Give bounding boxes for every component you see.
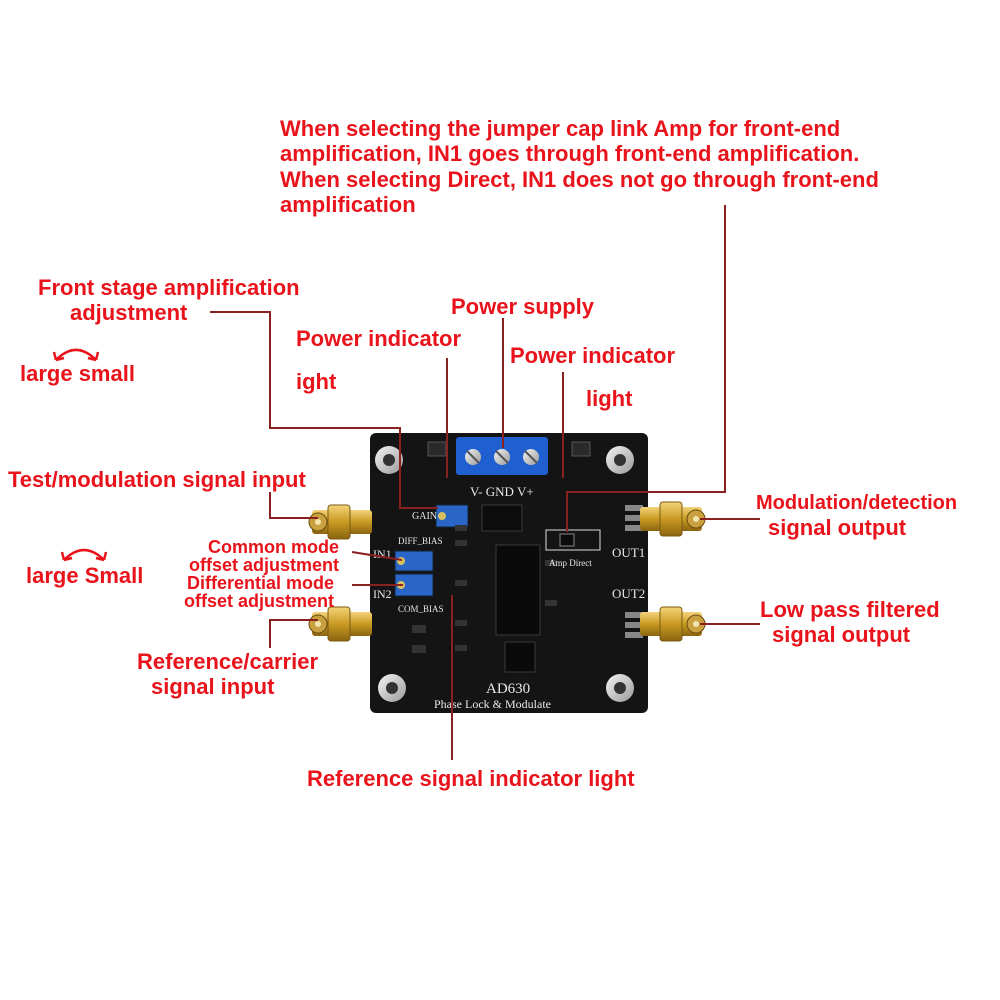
diff-mode-line2: offset adjustment (184, 591, 335, 611)
leader-test-input (269, 492, 318, 519)
out1-label: OUT1 (612, 545, 645, 560)
common-mode-line1: Common mode (208, 537, 340, 557)
out2-label: OUT2 (612, 586, 645, 601)
power-ind-left-line1: Power indicator (296, 326, 462, 351)
ref-input-line1: Reference/carrier (137, 649, 319, 674)
common-mode-line2: offset adjustment (189, 555, 340, 575)
chip-name: AD630 (486, 681, 530, 697)
jumper-note-line: amplification, IN1 goes through front-en… (280, 141, 860, 167)
lowpass-line1: Low pass filtered (760, 597, 940, 622)
com-bias-label: COM_BIAS (398, 604, 444, 614)
gain-label: GAIN (412, 511, 437, 522)
terminal-block (456, 437, 548, 475)
ref-input-line2: signal input (151, 674, 275, 700)
jumper-label: Amp Direct (549, 558, 592, 568)
mod-output-line1: Modulation/detection (756, 492, 958, 514)
leader-jumper (566, 205, 726, 532)
com-bias-potentiometer[interactable] (394, 573, 434, 597)
out1-pin-header (625, 505, 643, 531)
board-subtitle: Phase Lock & Modulate (434, 697, 551, 711)
out2-sma-connector[interactable] (640, 606, 706, 642)
mounting-hole-icon (378, 674, 406, 702)
pcb-board: V- GND V+ GAIN DIFF_BIAS COM_BIAS IN1 IN… (370, 433, 648, 713)
lowpass-label: Low pass filtered signal output (760, 597, 940, 648)
jumper-note-line: When selecting the jumper cap link Amp f… (280, 116, 841, 141)
power-indicator-right-label: Power indicator light (510, 343, 675, 412)
jumper-note-line: amplification (280, 191, 416, 217)
mounting-hole-icon (606, 674, 634, 702)
front-stage-line2: adjustment (70, 300, 188, 326)
front-stage-label: Front stage amplification adjustment (38, 275, 300, 326)
diff-bias-potentiometer[interactable] (394, 550, 434, 572)
rotation-arrow-icon (60, 548, 108, 562)
amp-direct-jumper[interactable] (545, 529, 601, 551)
leader-lines (210, 205, 760, 760)
lowpass-line2: signal output (772, 622, 911, 648)
in2-sma-connector[interactable] (308, 606, 372, 642)
rotation-arrow-icon (52, 348, 100, 362)
power-supply-label: Power supply (451, 294, 595, 319)
common-mode-label: Common mode offset adjustment (186, 538, 339, 574)
out2-pin-header (625, 612, 643, 638)
test-mod-input-label: Test/modulation signal input (8, 467, 306, 492)
in2-label: IN2 (373, 587, 392, 601)
diff-mode-line1: Differential mode (187, 573, 335, 593)
diff-mode-label: Differential mode offset adjustment (145, 574, 334, 610)
mounting-hole-icon (375, 446, 403, 474)
power-indicator-left-label: Power indicator ight (296, 326, 461, 395)
large-small-label-1: large small (20, 361, 135, 386)
ref-indicator-label: Reference signal indicator light (307, 766, 635, 791)
jumper-note: When selecting the jumper cap link Amp f… (280, 116, 879, 217)
power-ind-left-line2: ight (296, 369, 337, 395)
mounting-hole-icon (606, 446, 634, 474)
diff-bias-label: DIFF_BIAS (398, 536, 443, 546)
power-ind-right-line1: Power indicator (510, 343, 676, 368)
leader-front-stage (210, 311, 438, 509)
out1-sma-connector[interactable] (640, 501, 706, 537)
terminal-label: V- GND V+ (470, 484, 534, 499)
in1-sma-connector[interactable] (308, 504, 372, 540)
gain-potentiometer[interactable] (435, 504, 469, 528)
mod-output-label: Modulation/detection signal output (756, 492, 957, 540)
front-stage-line1: Front stage amplification (38, 275, 300, 300)
power-ind-right-line2: light (586, 386, 633, 412)
leader-common-mode (351, 551, 403, 561)
jumper-note-line: When selecting Direct, IN1 does not go t… (280, 166, 879, 192)
ref-input-label: Reference/carrier signal input (137, 649, 318, 700)
mod-output-line2: signal output (768, 515, 907, 540)
leader-ref-input (269, 619, 318, 648)
large-small-label-2: large Small (26, 563, 144, 588)
